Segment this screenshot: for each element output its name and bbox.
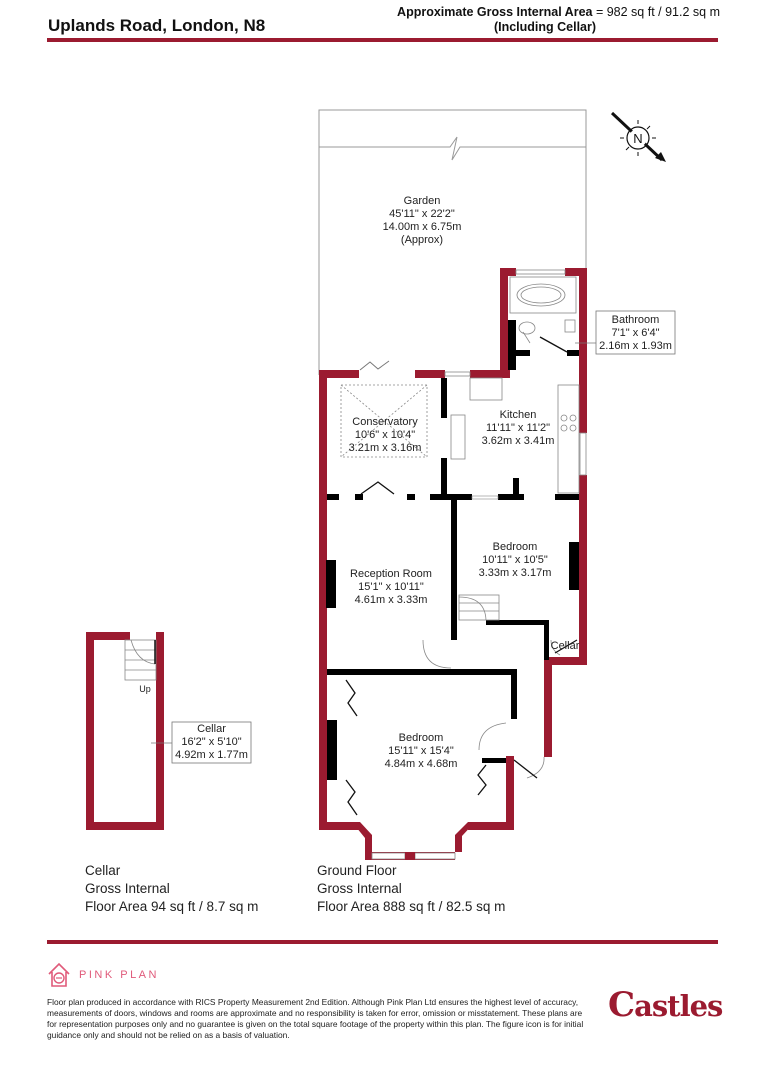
room-metric: 4.61m x 3.33m xyxy=(354,594,428,606)
room-name: Bedroom xyxy=(398,732,444,744)
stairs-up-label: Up xyxy=(139,684,151,694)
room-label-cellar: Cellar 16'2" x 5'10" 4.92m x 1.77m xyxy=(172,723,251,762)
internal-walls xyxy=(326,320,579,780)
room-imperial: 16'2" x 5'10" xyxy=(181,736,242,748)
logo-initial: C xyxy=(608,985,635,1025)
room-name: Bedroom xyxy=(492,541,538,553)
room-metric: 4.84m x 4.68m xyxy=(384,758,458,770)
floor-area-cellar: Cellar Gross Internal Floor Area 94 sq f… xyxy=(85,862,258,916)
logo-rest: astles xyxy=(634,989,723,1023)
floor-name: Ground Floor xyxy=(317,863,397,878)
room-label-bathroom: Bathroom 7'1" x 6'4" 2.16m x 1.93m xyxy=(596,314,675,353)
garden-outline xyxy=(318,109,587,375)
floor-gi-label: Gross Internal xyxy=(85,881,170,896)
room-imperial: 10'11" x 10'5" xyxy=(482,554,548,566)
pink-plan-logo: PINK PLAN xyxy=(47,962,159,988)
floor-gi-label: Gross Internal xyxy=(317,881,402,896)
svg-text:N: N xyxy=(633,131,642,146)
room-metric: 2.16m x 1.93m xyxy=(599,340,672,352)
cellar-walls xyxy=(86,632,164,830)
room-label-garden: Garden 45'11" x 22'2" 14.00m x 6.75m (Ap… xyxy=(362,195,482,247)
gia-label: Approximate Gross Internal Area xyxy=(397,5,593,19)
room-metric: 3.62m x 3.41m xyxy=(481,435,555,447)
room-name: Reception Room xyxy=(350,568,432,580)
room-label-cellar-access: Cellar xyxy=(550,640,580,652)
castles-logo: Castles xyxy=(608,985,723,1025)
room-imperial: 45'11" x 22'2" xyxy=(389,208,455,220)
room-name: Kitchen xyxy=(499,409,537,421)
gross-internal-area: Approximate Gross Internal Area = 982 sq… xyxy=(330,5,720,35)
room-label-bedroom-2: Bedroom 10'11" x 10'5" 3.33m x 3.17m xyxy=(465,541,565,580)
room-name: Cellar xyxy=(197,723,226,735)
compass-icon: N xyxy=(610,111,666,162)
room-label-bedroom-1: Bedroom 15'11" x 15'4" 4.84m x 4.68m xyxy=(366,732,476,771)
room-imperial: 15'1" x 10'11" xyxy=(358,581,424,593)
property-title: Uplands Road, London, N8 xyxy=(48,16,266,35)
floor-area-value: Floor Area 888 sq ft / 82.5 sq m xyxy=(317,899,506,914)
gia-value: = 982 sq ft / 91.2 sq m xyxy=(592,5,720,19)
room-imperial: 7'1" x 6'4" xyxy=(611,327,660,339)
room-label-conservatory: Conservatory 10'6" x 10'4" 3.21m x 3.16m xyxy=(330,416,440,455)
room-metric: 14.00m x 6.75m xyxy=(382,221,462,233)
room-imperial: 10'6" x 10'4" xyxy=(354,429,416,441)
floor-area-ground: Ground Floor Gross Internal Floor Area 8… xyxy=(317,862,505,916)
pink-plan-brand: PINK PLAN xyxy=(79,969,159,981)
room-metric: 3.33m x 3.17m xyxy=(478,567,552,579)
floor-name: Cellar xyxy=(85,863,121,878)
fixtures xyxy=(340,276,580,779)
room-label-reception: Reception Room 15'1" x 10'11" 4.61m x 3.… xyxy=(336,568,446,607)
room-label-kitchen: Kitchen 11'11" x 11'2" 3.62m x 3.41m xyxy=(468,409,568,448)
room-metric: 4.92m x 1.77m xyxy=(175,749,248,761)
disclaimer-text: Floor plan produced in accordance with R… xyxy=(47,997,584,1040)
room-name: Conservatory xyxy=(352,416,418,428)
room-name: Garden xyxy=(403,195,441,207)
footer-rule xyxy=(47,940,718,944)
header-rule xyxy=(47,38,718,42)
room-imperial: 15'11" x 15'4" xyxy=(388,745,454,757)
floor-area-value: Floor Area 94 sq ft / 8.7 sq m xyxy=(85,899,259,914)
room-imperial: 11'11" x 11'2" xyxy=(486,422,550,434)
room-name: Bathroom xyxy=(611,314,660,326)
gia-note: (Including Cellar) xyxy=(493,20,597,34)
room-metric: 3.21m x 3.16m xyxy=(348,442,422,454)
room-note: (Approx) xyxy=(400,234,444,246)
house-icon xyxy=(48,962,70,987)
